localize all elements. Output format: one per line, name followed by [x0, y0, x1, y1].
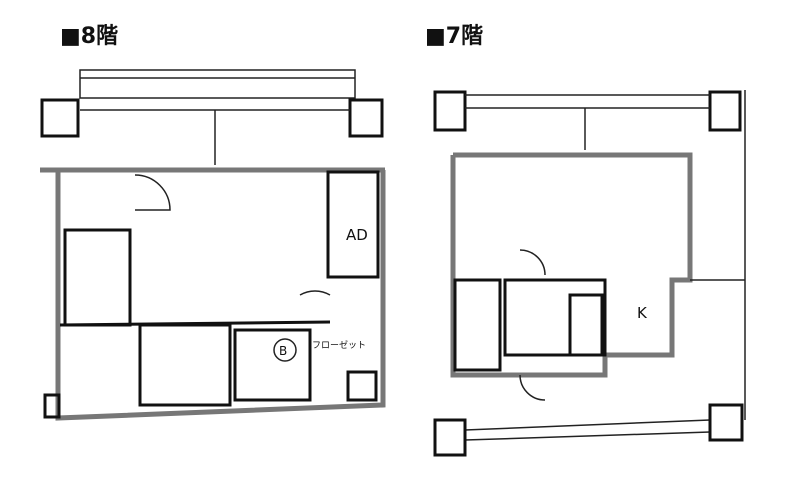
- k-label: K: [637, 304, 648, 322]
- ad-label: AD: [346, 226, 368, 244]
- floor-8-title: ■8階: [60, 24, 119, 49]
- floor-7-plan: K: [433, 90, 746, 457]
- b-label: B: [279, 344, 287, 358]
- closet-label: フローゼット: [312, 339, 366, 351]
- floor-8-plan: AD B フローゼット: [40, 69, 386, 421]
- floor-7-title: ■7階: [425, 24, 484, 49]
